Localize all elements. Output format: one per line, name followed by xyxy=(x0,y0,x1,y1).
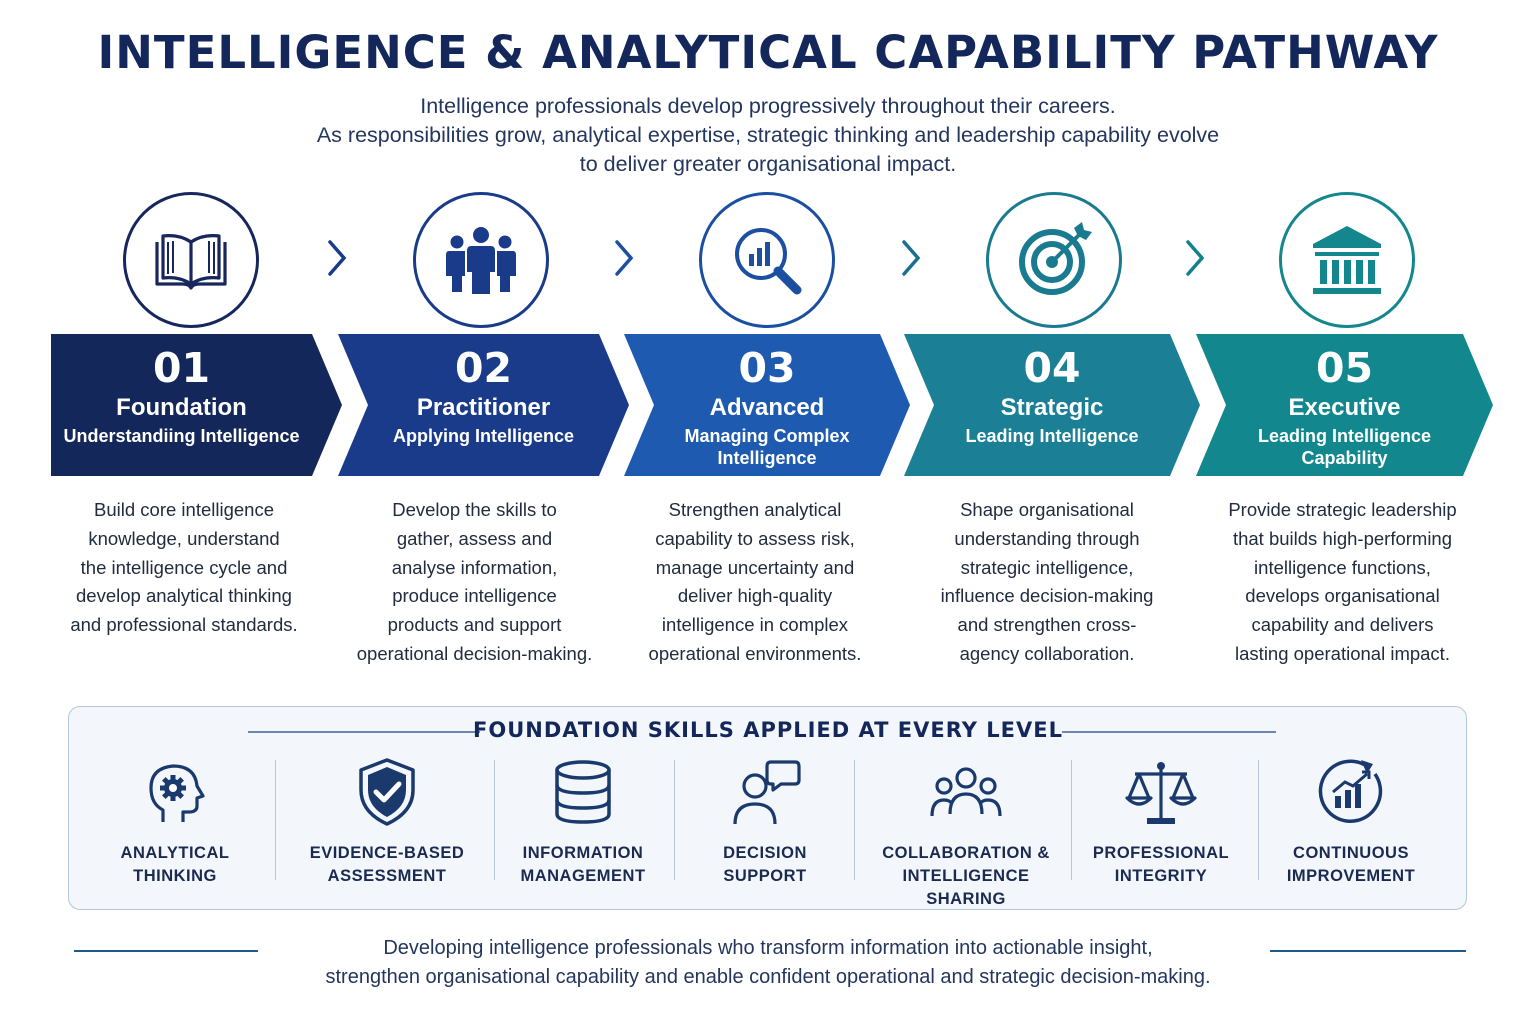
divider-line xyxy=(275,760,276,880)
magnifier-chart-icon xyxy=(735,228,802,295)
stage-4-chevron: 04 Strategic Leading Intelligence xyxy=(904,334,1200,476)
stage-number: 02 xyxy=(454,344,513,392)
stage-tagline: Understandiing Intelligence xyxy=(63,426,300,446)
chevron-right-icon xyxy=(615,240,634,276)
head-gear-icon xyxy=(149,764,205,822)
database-icon xyxy=(555,760,611,824)
stage-number: 03 xyxy=(738,344,796,392)
stage-tagline: Managing Complex xyxy=(684,426,850,446)
stage-number: 04 xyxy=(1023,344,1081,392)
subtitle-line: As responsibilities grow, analytical exp… xyxy=(316,123,1220,147)
target-icon xyxy=(1019,222,1092,295)
book-icon xyxy=(155,234,227,290)
shield-check-icon xyxy=(359,758,415,826)
growth-chart-icon xyxy=(1318,759,1383,823)
stage-number: 05 xyxy=(1315,344,1374,392)
divider-line xyxy=(854,760,855,880)
divider-line xyxy=(1071,760,1072,880)
divider-line xyxy=(1270,950,1466,952)
stage-2-chevron: 02 Practitioner Applying Intelligence xyxy=(338,334,629,476)
stage-1-icon-circle xyxy=(123,192,259,328)
stage-3-icon-circle xyxy=(699,192,835,328)
stage-name: Executive xyxy=(1288,394,1401,421)
stage-2-icon-circle xyxy=(413,192,549,328)
stage-tagline: Intelligence xyxy=(717,448,817,468)
stage-name: Practitioner xyxy=(416,394,551,421)
stage-1-chevron: 01 Foundation Understandiing Intelligenc… xyxy=(51,334,342,476)
stage-tagline: Leading Intelligence xyxy=(965,426,1139,446)
stage-name: Advanced xyxy=(709,394,825,421)
chevron-right-icon xyxy=(1186,240,1205,276)
stage-5-icon-circle xyxy=(1279,192,1415,328)
stage-tagline: Capability xyxy=(1301,448,1388,468)
divider-line xyxy=(1258,760,1259,880)
skill-collaboration-intelligence-sharing: COLLABORATION &INTELLIGENCE SHARING xyxy=(865,756,1067,911)
divider-line xyxy=(674,760,675,880)
page-title: INTELLIGENCE & ANALYTICAL CAPABILITY PAT… xyxy=(97,26,1439,79)
group-icon xyxy=(930,767,1002,817)
stage-3-chevron: 03 Advanced Managing Complex Intelligenc… xyxy=(624,334,910,476)
stage-4-icon-circle xyxy=(986,192,1122,328)
stage-number: 01 xyxy=(152,344,211,392)
stage-tagline: Applying Intelligence xyxy=(392,426,575,446)
skills-title: FOUNDATION SKILLS APPLIED AT EVERY LEVEL xyxy=(473,718,1063,742)
divider-line xyxy=(1062,731,1276,733)
subtitle-line: Intelligence professionals develop progr… xyxy=(420,94,1116,118)
footer-statement: Developing intelligence professionals wh… xyxy=(325,937,1211,988)
stage-name: Foundation xyxy=(116,394,247,421)
chevron-right-icon xyxy=(328,240,347,276)
stage-tagline: Leading Intelligence xyxy=(1257,426,1432,446)
divider-line xyxy=(494,760,495,880)
chevron-right-icon xyxy=(902,240,921,276)
page-subtitle: Intelligence professionals develop progr… xyxy=(268,92,1268,179)
institution-icon xyxy=(1313,226,1381,294)
divider-line xyxy=(74,950,258,952)
divider-line xyxy=(248,731,480,733)
subtitle-line: to deliver greater organisational impact… xyxy=(579,152,957,176)
stage-name: Strategic xyxy=(1000,394,1104,421)
team-icon xyxy=(446,227,516,294)
stage-5-chevron: 05 Executive Leading Intelligence Capabi… xyxy=(1196,334,1493,476)
person-speech-icon xyxy=(733,760,801,825)
scales-icon xyxy=(1125,762,1197,824)
